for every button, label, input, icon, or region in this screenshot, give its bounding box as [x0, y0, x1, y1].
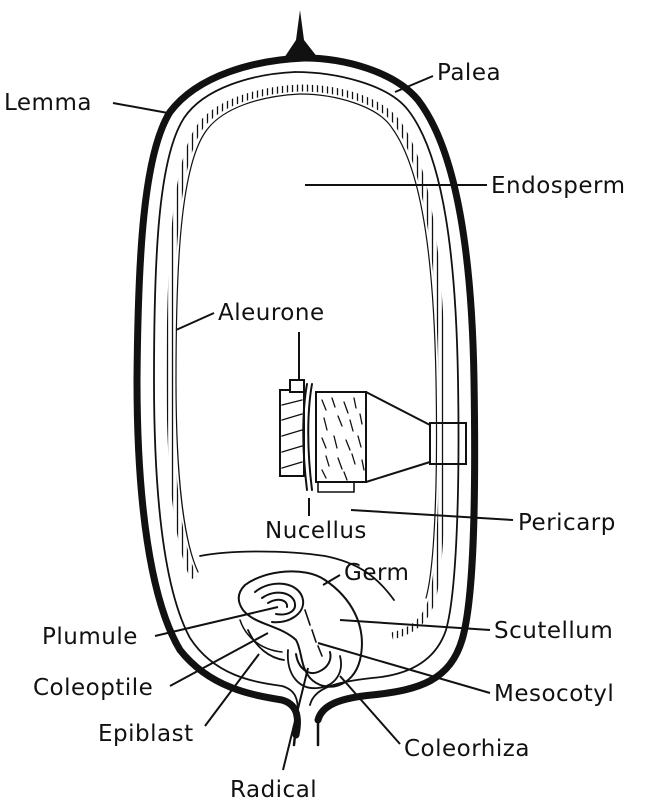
leader-mesocotyl [318, 643, 490, 693]
section-source-box [430, 423, 466, 464]
label-scutellum: Scutellum [494, 618, 613, 644]
aleurone-layer [300, 88, 443, 636]
label-coleorhiza: Coleorhiza [404, 736, 530, 762]
section-cap [290, 380, 304, 392]
leader-radical [283, 668, 308, 770]
germ [239, 571, 362, 688]
section-projection [366, 392, 430, 482]
pedicel-left [294, 735, 295, 745]
leader-pericarp [351, 510, 513, 520]
label-pericarp: Pericarp [518, 510, 616, 536]
leader-aleurone [176, 313, 214, 330]
awn-tip [284, 10, 318, 58]
mesocotyl [305, 610, 322, 656]
label-epiblast: Epiblast [98, 721, 194, 747]
label-coleoptile: Coleoptile [33, 675, 153, 701]
plumule-coleoptile-2 [262, 593, 295, 615]
label-aleurone: Aleurone [218, 300, 325, 326]
label-mesocotyl: Mesocotyl [494, 681, 614, 707]
leader-lemma [113, 103, 168, 113]
section-bottom-bracket [318, 483, 354, 492]
label-plumule: Plumule [42, 624, 138, 650]
plumule [268, 600, 287, 607]
plumule-coleoptile-1 [255, 584, 303, 623]
leader-epiblast [205, 654, 259, 726]
tissue-section-inset [280, 380, 466, 492]
label-palea: Palea [437, 60, 501, 86]
scutellum [239, 571, 362, 686]
labels: Lemma Palea Endosperm Aleurone Nucellus … [4, 60, 625, 803]
pericarp-outline [295, 72, 459, 705]
label-lemma: Lemma [4, 90, 92, 116]
label-endosperm: Endosperm [491, 173, 625, 199]
aleurone-layer-left [170, 88, 300, 578]
label-germ: Germ [344, 560, 409, 586]
aleurone-inner-edge-left [176, 94, 300, 572]
leader-coleorhiza [340, 676, 400, 744]
label-radical: Radical [230, 777, 317, 803]
label-nucellus: Nucellus [265, 518, 367, 544]
